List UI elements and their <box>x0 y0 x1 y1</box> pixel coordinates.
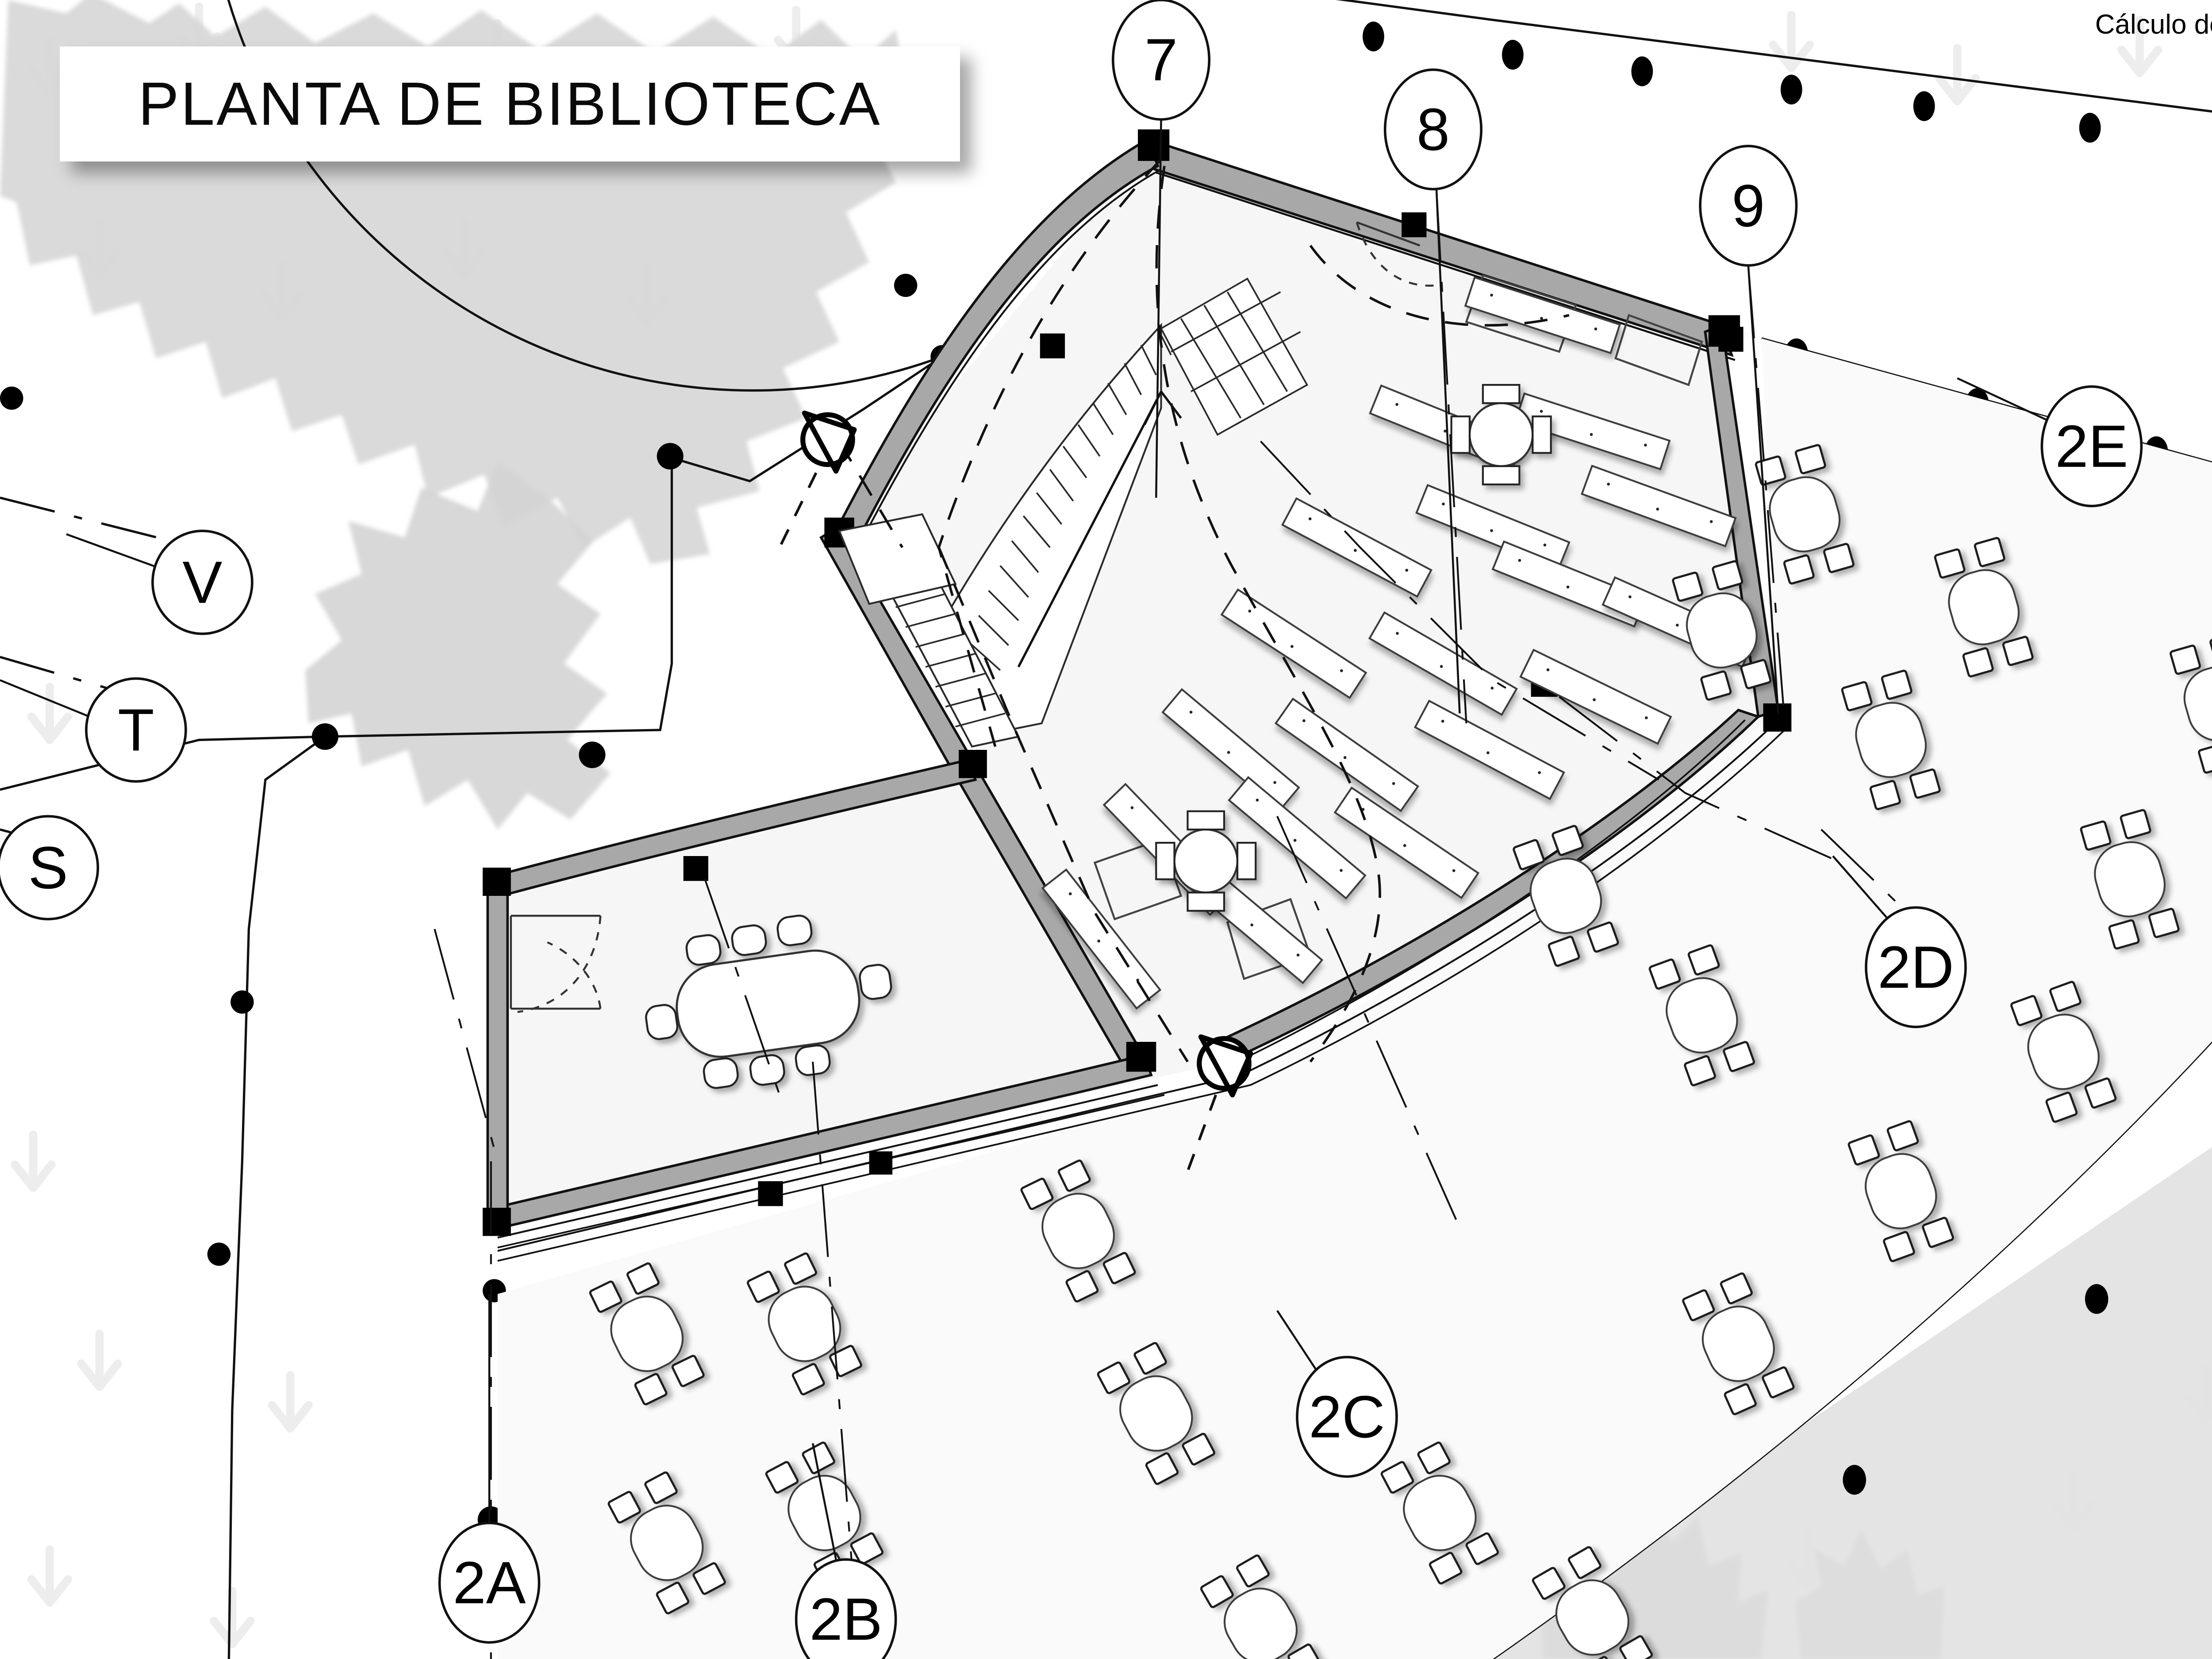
door-swing-hall-north <box>1356 221 1421 247</box>
roof-edge-4 <box>838 441 904 548</box>
conference-chairs <box>645 914 892 1089</box>
grid-bubble-label: 2A <box>453 1549 526 1616</box>
terrace-floor <box>497 338 2212 1659</box>
grid-bubble-label: 7 <box>1144 26 1178 93</box>
doors <box>510 221 1703 1013</box>
building-floor-fills <box>497 142 2212 1659</box>
grid-bubble-leader <box>1155 119 1162 498</box>
grid-bubble-leader <box>0 679 90 718</box>
plaza-circle-arc <box>227 0 943 392</box>
terrace-edge-band2 <box>497 726 1789 1262</box>
walkway-edge-left <box>227 735 326 1659</box>
walkway-edge-left2 <box>0 735 325 791</box>
grid-bubble-label: 2C <box>1309 1383 1385 1450</box>
stair-run <box>838 277 1309 748</box>
centerline-wing2 <box>434 929 499 1162</box>
roof-edge-5 <box>937 547 1189 1063</box>
grid-bubble-S[interactable]: S <box>0 815 99 921</box>
grid-bubble-label: V <box>182 549 222 616</box>
grid-bubble-2C[interactable]: 2C <box>1276 1310 1398 1478</box>
grid-bubble-7[interactable]: 7 <box>1112 0 1211 498</box>
grid-bubble-circle[interactable] <box>1699 145 1798 267</box>
grid-bubble-9[interactable]: 9 <box>1699 145 1798 714</box>
grid-bubble-group[interactable]: 7 8 9 2E 2D 2C 2B 2A V T S <box>0 0 2143 1659</box>
centerline-radial-3 <box>1276 816 1461 1228</box>
wall-wing-south <box>492 1053 1153 1229</box>
stair-treads <box>950 328 1172 721</box>
grid-bubble-T[interactable]: T <box>0 677 187 783</box>
site-boundary-top <box>1336 0 2212 113</box>
grid-bubble-leader <box>1957 377 2054 424</box>
grid-bubble-label: S <box>28 834 68 901</box>
stair-upper-landing <box>1160 277 1309 436</box>
centerline-grid-9 <box>1747 265 1786 724</box>
wall-west-inner <box>863 168 1162 537</box>
grid-bubble-8[interactable]: 8 <box>1383 68 1482 714</box>
sheet-title-block: PLANTA DE BIBLIOTECA <box>60 46 960 161</box>
grid-bubble-circle[interactable] <box>1112 0 1211 121</box>
grid-bubble-circle[interactable] <box>438 1521 541 1644</box>
opening-south-1 <box>1093 838 1183 921</box>
grid-bubble-circle[interactable] <box>1865 906 1967 1029</box>
grid-bubble-label: 9 <box>1732 172 1765 239</box>
centerline-radial-1 <box>1260 441 1659 781</box>
grid-bubble-V[interactable]: V <box>66 530 253 635</box>
grid-bubble-circle[interactable] <box>2040 385 2143 507</box>
grid-bubble-circle[interactable] <box>151 530 253 635</box>
section-markers[interactable] <box>778 413 1251 1172</box>
grid-bubble-label: 2E <box>2055 413 2128 480</box>
grid-bubble-label: 8 <box>1417 96 1450 163</box>
conference-table <box>645 914 892 1089</box>
grid-bubble-leader <box>66 533 158 568</box>
grid-bubble-circle[interactable] <box>1296 1356 1398 1478</box>
grid-bubble-label: 2D <box>1878 934 1954 1001</box>
grid-bubble-circle[interactable] <box>85 677 187 783</box>
grid-bubble-leader <box>1832 855 1892 923</box>
centerline-radial-2 <box>1559 696 1842 864</box>
grid-bubble-2E[interactable]: 2E <box>1957 377 2143 507</box>
stair-note-line-1: Cálculo de la escalones: 400/18=22.22 <box>2095 9 2212 40</box>
roof-edge-2 <box>1155 165 1381 1063</box>
ground-shade-area <box>1459 1147 2212 1659</box>
grid-bubble-circle[interactable] <box>0 815 99 921</box>
wall-wing-north <box>492 758 977 898</box>
centerline-2D <box>1820 829 1925 930</box>
page-title: PLANTA DE BIBLIOTECA <box>138 69 882 138</box>
grid-bubble-leader <box>1276 1310 1320 1375</box>
grid-bubble-2D[interactable]: 2D <box>1832 855 1967 1029</box>
grid-bubble-leader <box>1435 189 1461 714</box>
grid-bubble-leader <box>811 1443 837 1560</box>
centerline-grid-8 <box>1435 189 1467 724</box>
grid-bubble-leader <box>1747 265 1779 714</box>
section-cut-marker-north <box>778 413 854 548</box>
section-cut-marker-south <box>1186 1037 1251 1172</box>
stair-calculation-notes: Cálculo de la escalones: 400/18=22.22 Co… <box>2095 7 2212 114</box>
wall-north-inner-line <box>1156 171 1736 361</box>
roof-edge-3 <box>1309 245 1570 327</box>
stair-note-line-3: Huella: 64 (2x18.18)=27.64 <box>2095 78 2212 114</box>
stair-note-line-2: Contrahuella: 400/22= 18.18 <box>2095 43 2212 79</box>
reading-hall-floor <box>837 142 1778 1062</box>
grid-bubble-circle[interactable] <box>795 1558 897 1659</box>
grid-bubble-circle[interactable] <box>1383 68 1482 191</box>
centerline-wing <box>704 879 781 1095</box>
grid-bubble-2A[interactable]: 2A <box>438 1294 541 1644</box>
opening-north-2 <box>1614 314 1703 386</box>
grid-bubble-label: 2B <box>810 1586 883 1652</box>
grid-bubble-label: T <box>118 696 154 763</box>
overhead-dashed-lines <box>838 158 1570 1063</box>
grid-bubble-2B[interactable]: 2B <box>795 1443 897 1659</box>
